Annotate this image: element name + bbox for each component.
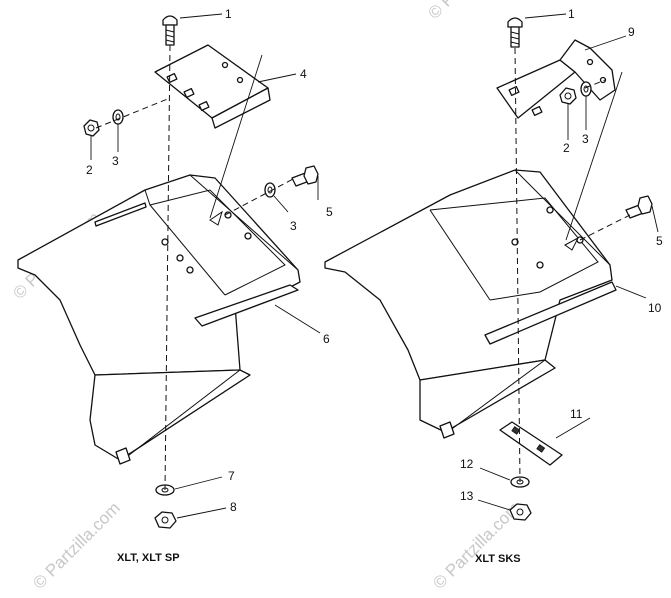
right-carriage-bolt [507, 17, 523, 48]
caption-right: XLT SKS [475, 553, 521, 565]
callout-right-2: 2 [563, 141, 570, 155]
callout-left-6: 6 [323, 332, 330, 346]
callout-right-3: 3 [582, 132, 589, 146]
callout-left-3b: 3 [290, 219, 297, 233]
caption-left: XLT, XLT SP [117, 552, 180, 564]
callout-right-13: 13 [460, 489, 474, 503]
callout-left-7: 7 [228, 469, 235, 483]
right-alignment-line-2 [584, 79, 606, 89]
callout-right-9: 9 [628, 25, 635, 39]
right-bracket [496, 39, 616, 119]
left-bracket [154, 44, 271, 129]
left-washer [112, 109, 124, 125]
right-assembly [324, 13, 659, 521]
right-tray-body [324, 169, 617, 439]
callout-left-3a: 3 [112, 154, 119, 168]
callout-left-8: 8 [230, 500, 237, 514]
left-assembly [17, 13, 321, 529]
left-carriage-bolt [162, 15, 178, 46]
left-hex-bolt [291, 165, 319, 187]
callout-left-5: 5 [326, 205, 333, 219]
callout-right-10: 10 [648, 301, 662, 315]
left-alignment-line-2 [95, 97, 171, 129]
callout-left-2: 2 [86, 163, 93, 177]
right-bottom-nut [509, 503, 532, 521]
right-plate [499, 421, 563, 466]
left-bottom-nut [154, 511, 177, 529]
right-washer [580, 81, 592, 97]
callout-left-4: 4 [300, 67, 307, 81]
right-alignment-line [514, 47, 521, 483]
right-nut [559, 87, 577, 105]
left-alignment-line-3 [224, 177, 296, 216]
left-nut [83, 119, 100, 137]
callout-right-11: 11 [570, 407, 583, 421]
left-alignment-line [164, 44, 171, 491]
callout-left-1: 1 [225, 7, 232, 21]
left-washer-b [264, 182, 276, 198]
callout-right-1: 1 [568, 7, 575, 21]
callout-right-12: 12 [460, 457, 474, 471]
watermark-1: © Partzilla.com [424, 0, 518, 23]
left-tray-body [17, 174, 301, 465]
watermark-5: © Partzilla.com [429, 498, 523, 592]
watermark-4: © Partzilla.com [29, 498, 123, 592]
callout-right-5: 5 [656, 234, 663, 248]
